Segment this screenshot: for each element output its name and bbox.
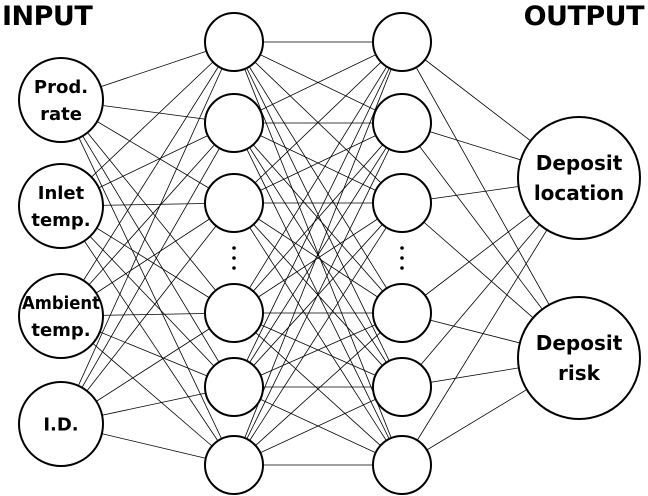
hidden1-node-3 [204,173,264,233]
input-node-4-label-line: I.D. [43,414,78,435]
ellipsis-dot [400,256,404,260]
edge-hidden1-hidden2-5-4 [233,386,403,466]
input-node-4-circle [18,381,104,467]
output-node-2: Deposit risk [517,296,641,420]
edge-hidden1-hidden2-3-2 [233,202,403,314]
ellipsis-dot [232,256,236,260]
hidden1-ellipsis [232,246,236,270]
input-layer-title: INPUT [2,1,93,32]
hidden2-ellipsis [400,246,404,270]
hidden2-node-5 [372,357,432,417]
output-node-2-label-line: Deposit [536,331,623,355]
input-node-3-circle [18,273,104,359]
input-node-4: I.D. [18,381,104,467]
edge-hidden1-hidden2-4-3 [233,312,403,388]
input-node-3: Ambient temp. [18,273,104,359]
hidden2-node-6 [372,435,432,495]
input-node-2-label-line: Inlet [38,183,85,204]
edge-input-hidden1-1-5 [60,205,235,466]
input-node-2-label-line: temp. [31,210,90,231]
edge-hidden1-hidden2-5-3 [233,312,403,466]
edge-hidden1-hidden2-4-2 [233,202,403,388]
edge-input-hidden1-0-5 [60,99,235,466]
hidden2-node-4 [372,283,432,343]
hidden2-node-3 [372,173,432,233]
input-node-3-label-line: Ambient [22,293,100,314]
edge-input-hidden1-2-1 [60,122,235,317]
edge-hidden1-hidden2-3-0 [233,41,403,314]
output-node-1-label-line: Deposit [536,151,623,175]
hidden1-node-1 [204,12,264,72]
ellipsis-dot [232,246,236,250]
edge-hidden1-hidden2-5-2 [233,202,403,466]
input-node-1-label-line: rate [40,104,82,125]
hidden2-node-2 [372,93,432,153]
output-node-2-label-line: risk [558,361,601,385]
output-layer-title: OUTPUT [523,1,645,32]
output-node-2-circle [517,296,641,420]
edge-input-hidden1-0-3 [60,99,235,314]
edge-input-hidden1-3-1 [60,122,235,425]
input-node-3-label-line: temp. [31,320,90,341]
ellipsis-dot [400,246,404,250]
edge-input-hidden1-2-0 [60,41,235,317]
edge-input-hidden1-3-0 [60,41,235,425]
edge-hidden1-hidden2-4-1 [233,122,403,388]
edge-hidden1-hidden2-2-1 [233,122,403,204]
hidden1-node-4 [204,283,264,343]
connection-edges [60,41,580,466]
hidden1-node-5 [204,357,264,417]
output-node-1-label-line: location [534,181,624,205]
hidden1-node-2 [204,93,264,153]
output-node-1: Deposit location [517,116,641,240]
hidden2-node-1 [372,12,432,72]
ellipsis-dot [232,266,236,270]
input-node-2-circle [18,163,104,249]
edge-hidden1-hidden2-4-0 [233,41,403,388]
input-node-1-circle [18,57,104,143]
edge-hidden1-hidden2-1-0 [233,41,403,124]
edge-hidden1-hidden2-2-0 [233,41,403,204]
output-node-1-circle [517,116,641,240]
ellipsis-dot [400,266,404,270]
hidden1-node-6 [204,435,264,495]
edge-input-hidden1-0-4 [60,99,235,388]
edge-input-hidden1-3-2 [60,202,235,425]
input-node-1: Prod. rate [18,57,104,143]
edge-hidden1-hidden2-3-1 [233,122,403,314]
input-node-2: Inlet temp. [18,163,104,249]
input-node-1-label-line: Prod. [34,77,88,98]
edge-hidden1-hidden2-5-1 [233,122,403,466]
